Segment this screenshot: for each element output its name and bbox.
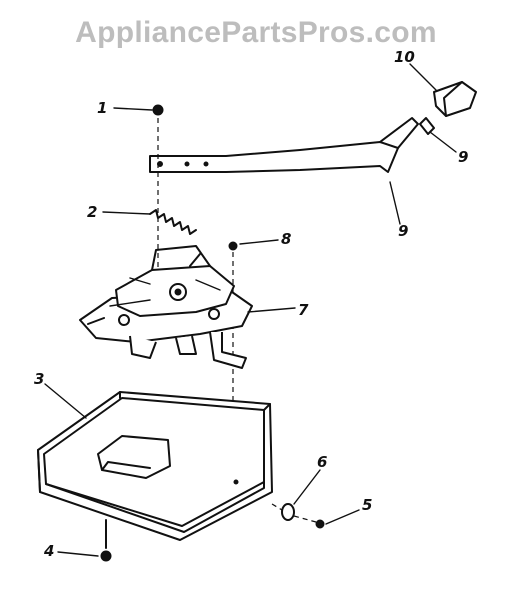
housing-tray[interactable] [37,391,273,549]
callout-8-bottom: 8 [281,230,291,248]
callout-6: 6 [317,453,327,471]
callout-1: 1 [97,99,107,117]
spring[interactable] [149,209,197,235]
callout-9-lower: 9 [398,222,408,240]
latch-assembly[interactable] [79,245,253,369]
callout-4: 4 [43,542,54,560]
callout-7: 7 [298,301,309,319]
screw-right[interactable] [293,515,325,529]
screw-bottom[interactable] [100,550,112,562]
callout-5: 5 [362,496,372,514]
handle-knob[interactable] [433,81,477,117]
leader-lines [44,63,457,557]
nut-right[interactable] [271,503,295,521]
callout-9-upper: 9 [458,148,468,166]
callout-3: 3 [34,370,44,388]
callout-2: 2 [87,203,97,221]
callout-10: 10 [394,48,415,66]
handle-pin[interactable] [419,117,435,135]
lever-arm[interactable] [149,117,419,173]
screw-top[interactable] [152,104,164,270]
watermark: AppliancePartsPros.com [75,16,437,49]
callout-labels: 1 2 3 4 5 6 7 8 9 9 10 [34,48,468,560]
